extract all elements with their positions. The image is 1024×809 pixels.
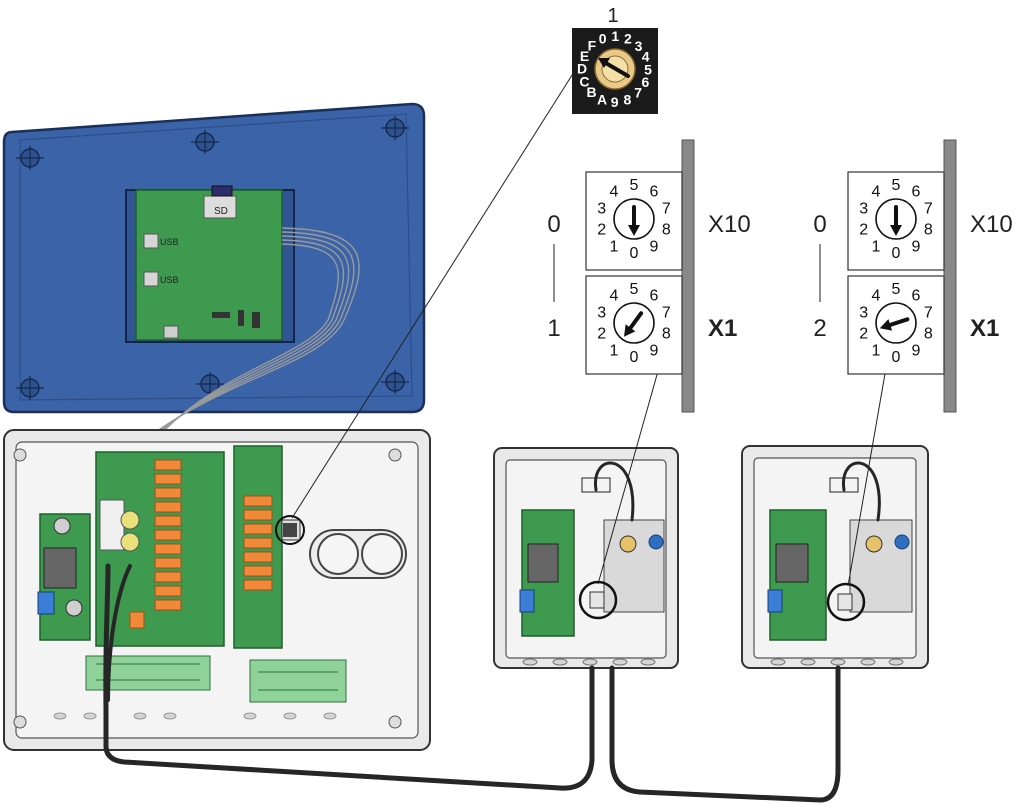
unit-1-x10-dial-digit-6: 6	[650, 184, 659, 201]
unit-1-x1-dial-digit-4: 4	[610, 288, 619, 305]
top-selector-digit-5: 5	[644, 61, 652, 77]
unit-2-x10-dial-digit-1: 1	[872, 239, 881, 256]
unit-2-x10-dial-digit-3: 3	[859, 201, 868, 218]
top-selector-digit-A: A	[597, 91, 607, 107]
unit-1-x10-dial-digit-7: 7	[662, 201, 671, 218]
main-controller-housing	[3, 429, 431, 751]
top-selector-digit-3: 3	[635, 38, 643, 54]
unit-2-x10-dial-digit-7: 7	[924, 201, 933, 218]
unit-2-range-top: 0	[813, 211, 826, 238]
leader-lines	[291, 71, 887, 587]
unit-2-x10-dial-digit-4: 4	[872, 184, 881, 201]
unit-2-x10-dial-pointer	[890, 205, 902, 236]
module-1-selector-highlight	[578, 580, 618, 620]
unit-1-x1-dial-digit-2: 2	[597, 326, 606, 343]
unit-2-x10-label: X10	[970, 211, 1013, 238]
top-selector-digit-0: 0	[599, 30, 607, 46]
unit-1-x10-dial-digit-5: 5	[630, 177, 639, 194]
top-selector-digit-D: D	[577, 61, 587, 77]
ribbon-cable	[109, 227, 360, 479]
unit-1-x10-dial-digit-1: 1	[610, 239, 619, 256]
bus-cable	[103, 563, 841, 803]
unit-2-x10-dial-digit-6: 6	[912, 184, 921, 201]
unit-2-x1-dial-digit-1: 1	[872, 343, 881, 360]
unit-2-x1-dial-digit-8: 8	[924, 326, 933, 343]
top-selector-number: 1	[607, 5, 618, 27]
unit-1-x1-label: X1	[708, 315, 737, 342]
unit-1-x10-dial-digit-3: 3	[597, 201, 606, 218]
unit-1-x1-dial-digit-8: 8	[662, 326, 671, 343]
unit-1-x10-label: X10	[708, 211, 751, 238]
top-selector-digit-F: F	[588, 38, 597, 54]
unit-2-x1-dial-digit-0: 0	[892, 349, 901, 366]
unit-1-x10-dial-digit-2: 2	[597, 222, 606, 239]
sd-slot-label: SD	[214, 206, 228, 217]
unit-1-x1-dial-digit-1: 1	[610, 343, 619, 360]
unit-2-x1-dial-digit-6: 6	[912, 288, 921, 305]
top-selector-digit-7: 7	[634, 85, 642, 101]
unit-1-x10-dial-digit-4: 4	[610, 184, 619, 201]
top-selector-digit-1: 1	[611, 28, 619, 44]
unit-2-x10-dial-digit-8: 8	[924, 222, 933, 239]
module-2-selector-highlight	[826, 582, 866, 622]
relay-board-2	[233, 445, 301, 649]
top-selector-digit-9: 9	[611, 94, 619, 110]
unit-1-x1-dial-digit-7: 7	[662, 305, 671, 322]
unit-2-x1-dial-pointer	[879, 317, 910, 331]
unit-1-x10-dial-digit-8: 8	[662, 222, 671, 239]
top-selector-digit-4: 4	[642, 49, 650, 65]
top-selector-digit-E: E	[580, 48, 589, 64]
unit-1-range-bottom: 1	[547, 315, 560, 342]
unit-1-x10-dial-digit-0: 0	[630, 245, 639, 262]
unit-1-x10-dial-digit-9: 9	[650, 239, 659, 256]
unit-1-x10-dial-pointer	[628, 205, 640, 236]
unit-2-x10-dial-digit-5: 5	[892, 177, 901, 194]
unit-2-x10-dial-digit-9: 9	[912, 239, 921, 256]
top-selector-digit-8: 8	[624, 92, 632, 108]
address-selector-highlight	[275, 515, 305, 545]
display-controller-board: SD USB USB	[135, 185, 283, 341]
top-selector-digit-B: B	[586, 84, 596, 100]
unit-2-range-bottom: 2	[813, 315, 826, 342]
expansion-module-1	[493, 447, 679, 669]
unit-1-x1-dial-digit-6: 6	[650, 288, 659, 305]
unit-2-x10-dial-digit-0: 0	[892, 245, 901, 262]
display-lid: SD USB USB	[2, 102, 426, 479]
expansion-module-2	[741, 445, 929, 669]
top-selector-digit-2: 2	[624, 31, 632, 47]
relay-board-1	[95, 451, 225, 647]
usb-port-label-2: USB	[160, 275, 179, 285]
top-selector-digit-6: 6	[642, 74, 650, 90]
unit-1-range-top: 0	[547, 211, 560, 238]
unit-1-x1-dial-digit-0: 0	[630, 349, 639, 366]
unit-2-x1-dial-digit-3: 3	[859, 305, 868, 322]
unit-2-x1-label: X1	[970, 315, 999, 342]
unit-1-x1-dial-digit-3: 3	[597, 305, 606, 322]
unit-2-x10-dial-digit-2: 2	[859, 222, 868, 239]
unit-1-x1-dial-digit-5: 5	[630, 281, 639, 298]
unit-2-x1-dial-digit-5: 5	[892, 281, 901, 298]
top-selector-pointer	[602, 60, 630, 78]
unit-2-x1-dial-digit-7: 7	[924, 305, 933, 322]
unit-1-x1-dial-digit-9: 9	[650, 343, 659, 360]
unit-2-x1-dial-digit-4: 4	[872, 288, 881, 305]
unit-2-x1-dial-digit-2: 2	[859, 326, 868, 343]
unit-2-x1-dial-digit-9: 9	[912, 343, 921, 360]
top-selector-digit-C: C	[579, 73, 589, 89]
unit-1-x1-dial-pointer	[624, 311, 644, 337]
usb-port-label-1: USB	[160, 237, 179, 247]
